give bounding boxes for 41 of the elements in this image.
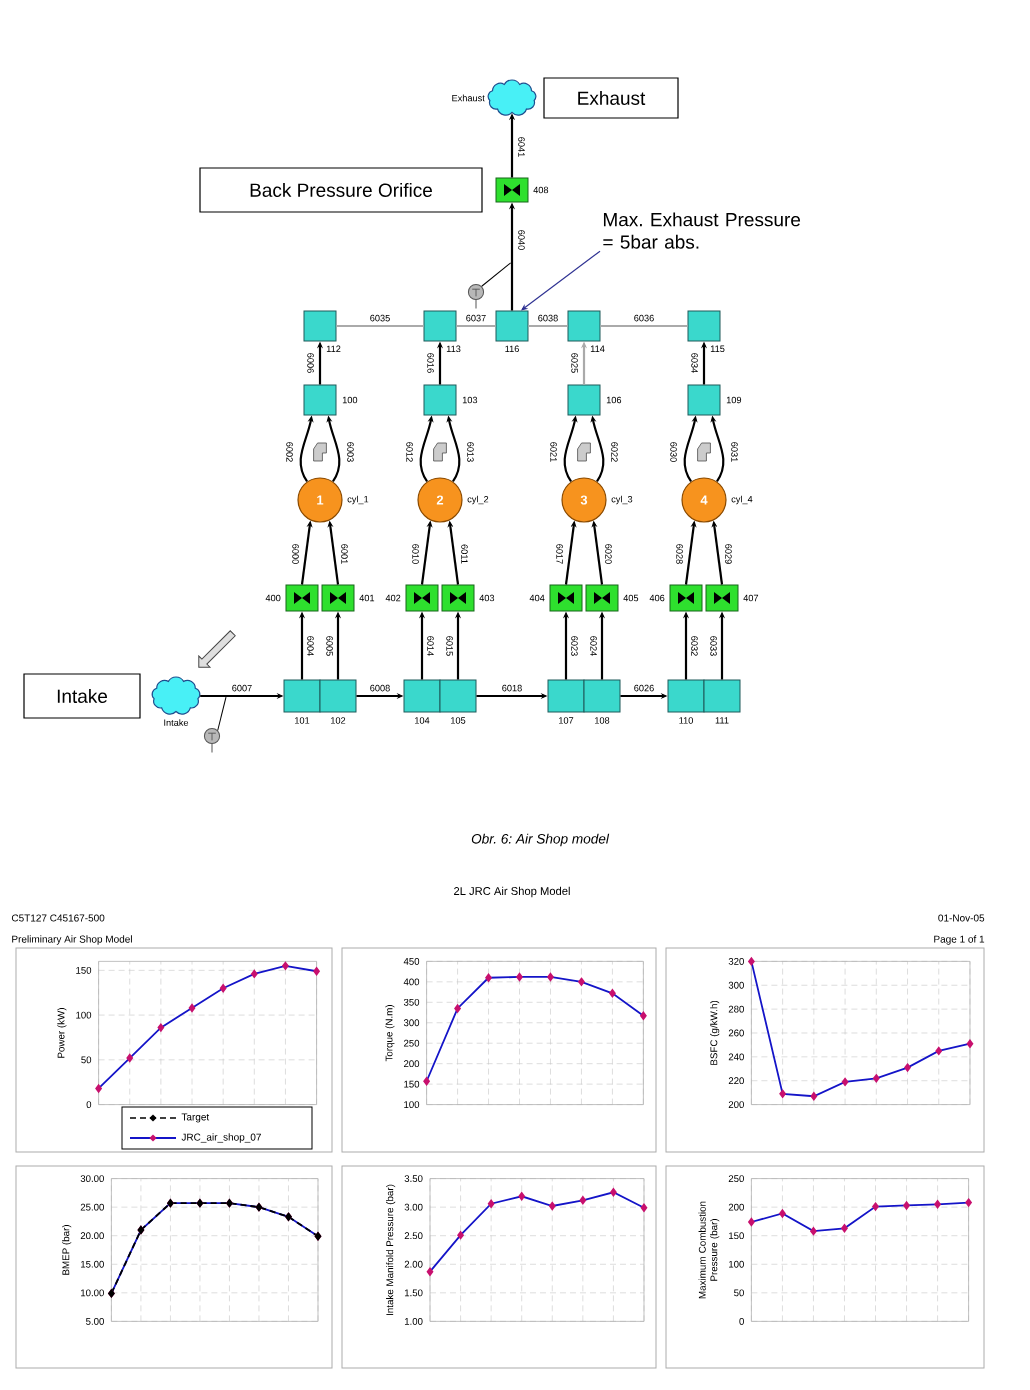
junction-box xyxy=(703,679,741,713)
annotation-text: Max. Exhaust Pressure = 5bar abs. xyxy=(603,212,801,249)
junction-box xyxy=(303,310,337,342)
connector-line xyxy=(600,324,688,328)
orifice-symbol xyxy=(549,584,583,612)
orifice-symbol xyxy=(405,584,439,612)
orifice-symbol xyxy=(585,584,619,612)
connector-line xyxy=(336,324,424,328)
orifice-symbol xyxy=(669,584,703,612)
junction-box xyxy=(319,679,357,713)
orifice-symbol xyxy=(705,584,739,612)
junction-box xyxy=(583,679,621,713)
junction-box xyxy=(547,679,585,713)
callout-box: Intake xyxy=(23,673,141,719)
junction-box xyxy=(687,310,721,342)
orifice-symbol xyxy=(441,584,475,612)
junction-box xyxy=(495,310,529,342)
sensor-symbol xyxy=(203,727,221,754)
callout-box: Exhaust xyxy=(543,77,679,119)
leader-line xyxy=(217,696,227,731)
junction-box xyxy=(423,310,457,342)
cloud-symbol xyxy=(151,676,201,715)
junction-box xyxy=(283,679,321,713)
junction-box xyxy=(403,679,441,713)
junction-box xyxy=(567,310,601,342)
junction-box xyxy=(567,384,601,416)
callout-box: Back Pressure Orifice xyxy=(199,167,483,213)
junction-box xyxy=(423,384,457,416)
orifice-symbol xyxy=(495,177,529,203)
junction-box xyxy=(667,679,705,713)
junction-box xyxy=(687,384,721,416)
leader-line xyxy=(481,262,512,287)
junction-box xyxy=(439,679,477,713)
cloud-symbol xyxy=(487,79,537,116)
junction-box xyxy=(303,384,337,416)
connector-line xyxy=(456,324,496,328)
connector-line xyxy=(528,324,568,328)
orifice-symbol xyxy=(321,584,355,612)
sensor-symbol xyxy=(467,283,485,310)
arrow-symbol xyxy=(198,630,236,668)
orifice-symbol xyxy=(285,584,319,612)
